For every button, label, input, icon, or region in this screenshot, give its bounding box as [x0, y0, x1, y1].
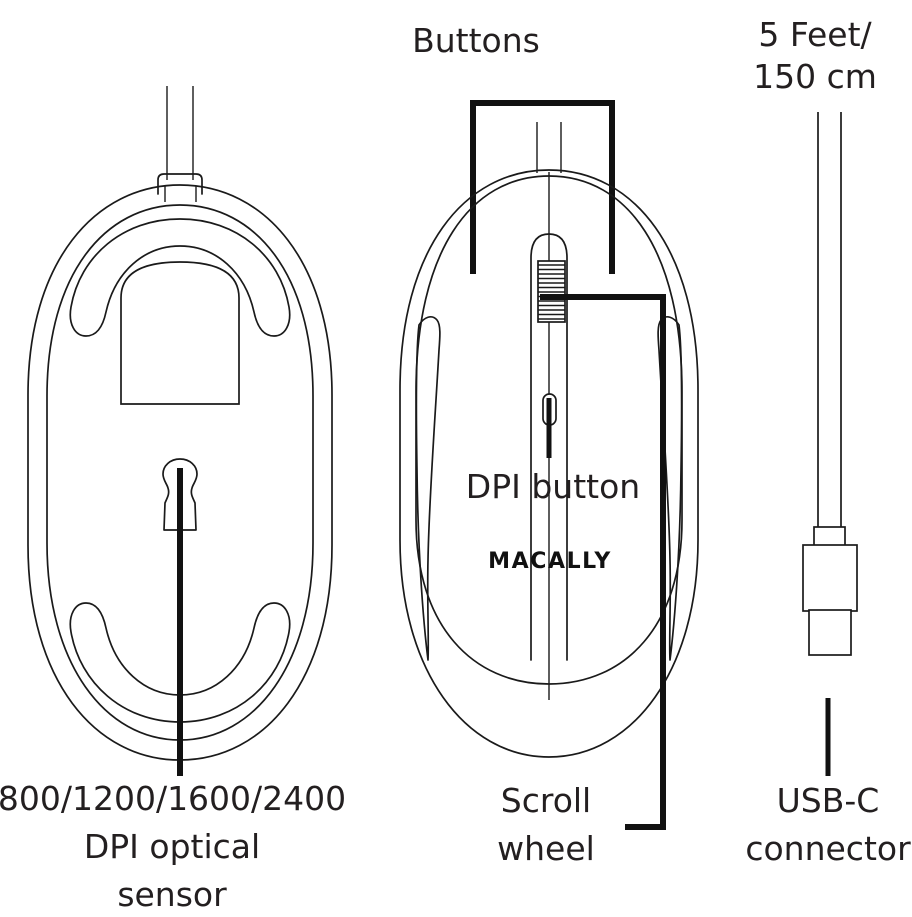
bottom-view-top-glide-pad [69, 218, 291, 337]
buttons-label: Buttons [412, 21, 540, 60]
cable-length-label-line2: 150 cm [753, 57, 877, 96]
cable-strain-relief [157, 173, 203, 195]
sensor-label-line2: DPI optical [84, 827, 260, 866]
scroll-wheel-channel [530, 233, 568, 661]
right-grip-inset [657, 315, 683, 661]
brand-logo: MACALLY [488, 549, 612, 574]
bottom-view-cable [166, 86, 194, 180]
usb-connector-label-line2: connector [745, 829, 911, 868]
scroll-wheel-ridges [538, 264, 565, 320]
scroll-wheel-leader-line [540, 294, 666, 830]
scroll-wheel-label-line1: Scroll [501, 781, 591, 820]
cable-length-label-line1: 5 Feet/ [758, 15, 872, 54]
mouse-bottom-view: 800/1200/1600/2400 DPI optical sensor [0, 86, 346, 914]
usb-connector-tip [808, 609, 852, 656]
top-outer-shell [399, 169, 699, 758]
usb-connector-body [802, 544, 858, 612]
mouse-top-view: Buttons [399, 21, 699, 868]
usb-strain-relief-collar [813, 526, 846, 547]
bottom-view-label-plate [120, 261, 240, 405]
usb-c-cable-view: 5 Feet/ 150 cm USB-C connector [745, 15, 911, 868]
sensor-label-line1: 800/1200/1600/2400 [0, 779, 346, 818]
sensor-label-line3: sensor [117, 875, 227, 914]
scroll-wheel-label-line2: wheel [497, 829, 595, 868]
left-grip-inset [415, 315, 441, 661]
buttons-leader [470, 100, 615, 274]
usb-connector-label-line1: USB-C [777, 781, 880, 820]
dpi-button-label: DPI button [466, 467, 640, 506]
